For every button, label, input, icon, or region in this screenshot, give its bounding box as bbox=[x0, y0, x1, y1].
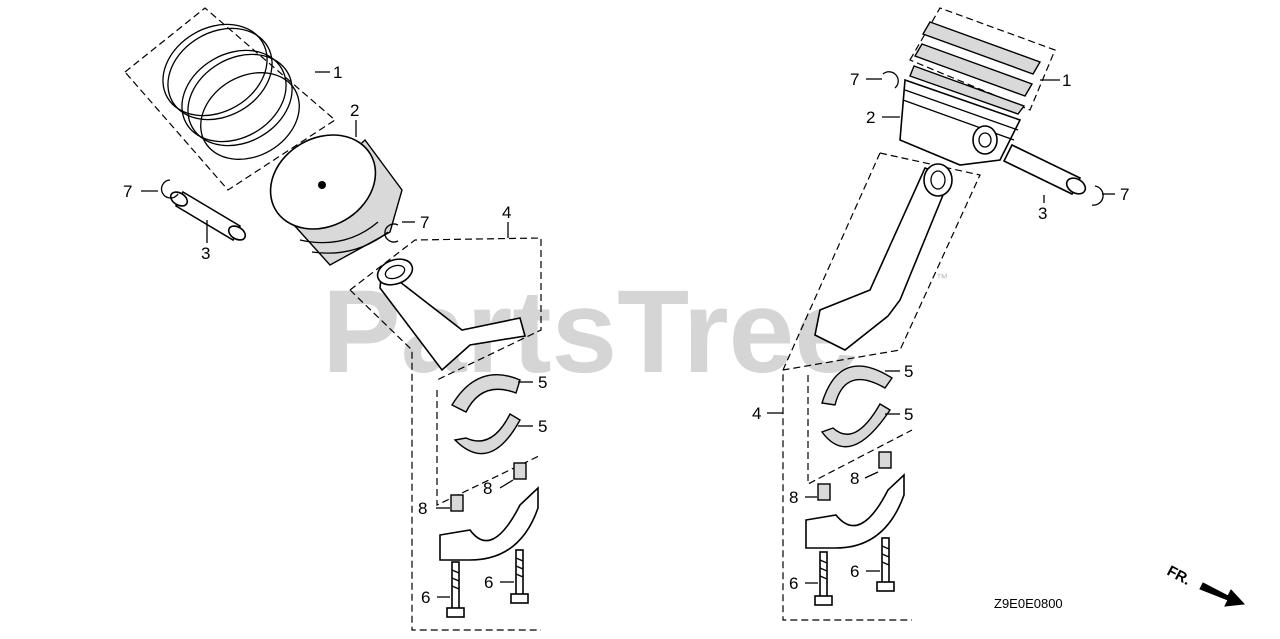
callout-r-6b: 6 bbox=[850, 562, 859, 581]
callout-r-5b: 5 bbox=[904, 405, 913, 424]
callout-l-6b: 6 bbox=[484, 573, 493, 592]
callout-r-6a: 6 bbox=[789, 574, 798, 593]
direction-label: FR. bbox=[1164, 563, 1193, 589]
left-circlip-a[interactable] bbox=[160, 179, 179, 199]
left-connecting-rod[interactable] bbox=[349, 237, 542, 631]
right-piston[interactable] bbox=[899, 78, 1022, 166]
callout-l-6a: 6 bbox=[421, 588, 430, 607]
right-dowel-b[interactable] bbox=[878, 451, 892, 469]
left-wrist-pin[interactable] bbox=[168, 189, 248, 243]
left-dowel-a[interactable] bbox=[450, 494, 464, 512]
callout-l-5a: 5 bbox=[538, 373, 547, 392]
right-bearing-lower[interactable] bbox=[820, 403, 891, 448]
right-dowel-a[interactable] bbox=[817, 483, 831, 501]
callout-l-1: 1 bbox=[333, 63, 342, 82]
callout-r-7b: 7 bbox=[1120, 185, 1129, 204]
callout-l-7a: 7 bbox=[123, 182, 132, 201]
callout-r-3: 3 bbox=[1038, 204, 1047, 223]
right-circlip-a[interactable] bbox=[882, 71, 899, 89]
right-piston-rings[interactable] bbox=[909, 7, 1056, 115]
watermark-trademark: ™ bbox=[936, 271, 948, 285]
arrow-right-icon bbox=[1199, 582, 1246, 607]
right-assembly: 7 1 2 3 7 5 4 5 8 8 6 6 bbox=[752, 7, 1129, 621]
left-bearing-bracket bbox=[436, 390, 542, 506]
left-dowel-b[interactable] bbox=[513, 462, 527, 480]
left-rod-cap[interactable] bbox=[439, 486, 539, 561]
callout-r-2: 2 bbox=[866, 108, 875, 127]
left-piston[interactable] bbox=[253, 116, 403, 266]
callout-l-3: 3 bbox=[201, 244, 210, 263]
callout-r-4: 4 bbox=[752, 404, 761, 423]
left-bolt-a[interactable] bbox=[446, 561, 465, 618]
left-piston-rings[interactable] bbox=[124, 6, 336, 191]
callout-l-5b: 5 bbox=[538, 417, 547, 436]
callout-l-7b: 7 bbox=[420, 213, 429, 232]
diagram-code: Z9E0E0800 bbox=[994, 596, 1063, 611]
left-assembly: 1 2 7 3 7 4 5 5 8 8 6 6 bbox=[123, 6, 547, 631]
right-bearing-upper[interactable] bbox=[821, 365, 893, 406]
front-direction-indicator: FR. bbox=[1164, 563, 1246, 607]
callout-r-7a: 7 bbox=[850, 70, 859, 89]
callout-r-1: 1 bbox=[1062, 71, 1071, 90]
leader-r-8b bbox=[864, 471, 879, 479]
left-bolt-b[interactable] bbox=[510, 549, 529, 604]
callout-l-4: 4 bbox=[502, 203, 511, 222]
right-connecting-rod[interactable] bbox=[782, 152, 981, 621]
callout-l-8b: 8 bbox=[483, 479, 492, 498]
right-circlip-b[interactable] bbox=[1091, 185, 1104, 206]
right-rod-cap[interactable] bbox=[805, 473, 905, 549]
right-wrist-pin[interactable] bbox=[1002, 143, 1088, 197]
callout-r-8b: 8 bbox=[850, 469, 859, 488]
left-bearing-upper[interactable] bbox=[451, 373, 521, 413]
leader-l-8b bbox=[499, 479, 514, 489]
right-bearing-bracket bbox=[807, 375, 913, 485]
callout-r-5a: 5 bbox=[904, 362, 913, 381]
right-bolt-a[interactable] bbox=[814, 551, 833, 606]
callout-r-8a: 8 bbox=[789, 488, 798, 507]
callout-l-2: 2 bbox=[350, 101, 359, 120]
right-bolt-b[interactable] bbox=[876, 537, 895, 592]
left-bearing-lower[interactable] bbox=[453, 413, 521, 455]
callout-l-8a: 8 bbox=[418, 499, 427, 518]
left-circlip-b[interactable] bbox=[384, 223, 399, 243]
